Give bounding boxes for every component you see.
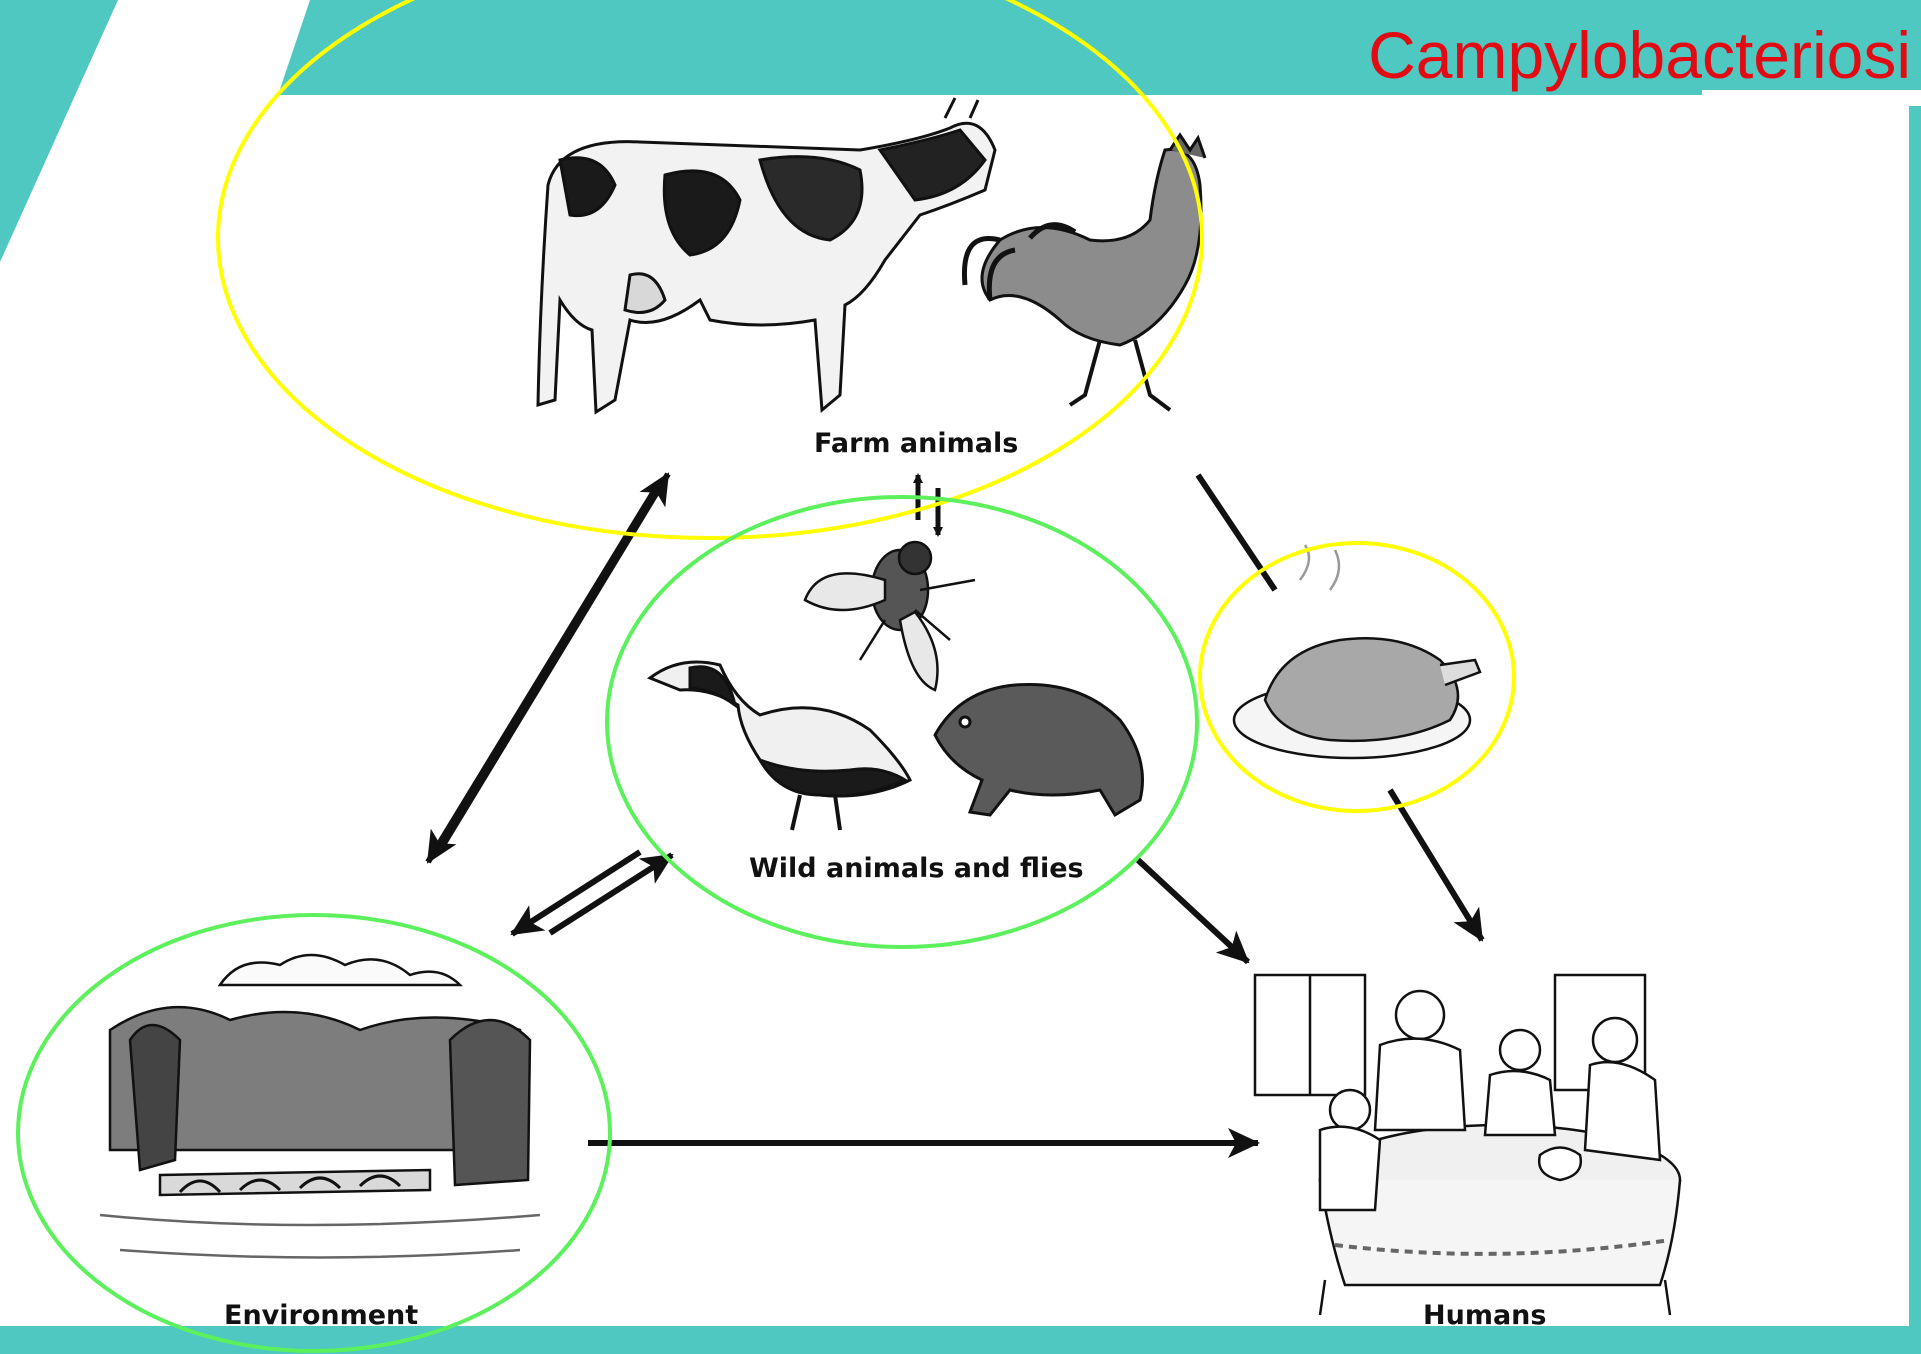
cow-illustration [538, 98, 995, 412]
arrow-wild-to-environment [512, 852, 640, 934]
right-accent-strip [1909, 106, 1921, 1326]
landscape-illustration [100, 955, 540, 1258]
arrow-farm-to-food [1198, 475, 1275, 590]
arrow-farm-to-environment [428, 488, 656, 862]
family-dinner-illustration [1255, 975, 1680, 1315]
rooster-illustration [964, 135, 1205, 410]
duck-illustration [650, 662, 910, 830]
rodent-illustration [935, 684, 1143, 815]
arrow-environment-to-wild [550, 855, 672, 933]
left-accent-slash [0, 0, 118, 262]
humans-label: Humans [1423, 1300, 1546, 1331]
environment-label: Environment [224, 1300, 418, 1331]
fly-illustration [805, 542, 975, 690]
farm-animals-label: Farm animals [814, 428, 1018, 459]
arrow-wild-to-humans [1138, 860, 1248, 962]
wild-animals-label: Wild animals and flies [749, 853, 1084, 884]
roast-chicken-illustration [1234, 545, 1480, 758]
header-notch [1702, 90, 1921, 106]
arrow-environment-to-farm [440, 474, 668, 850]
arrow-food-to-humans [1390, 790, 1482, 940]
page-title: Campylobacteriosi [1368, 22, 1911, 88]
